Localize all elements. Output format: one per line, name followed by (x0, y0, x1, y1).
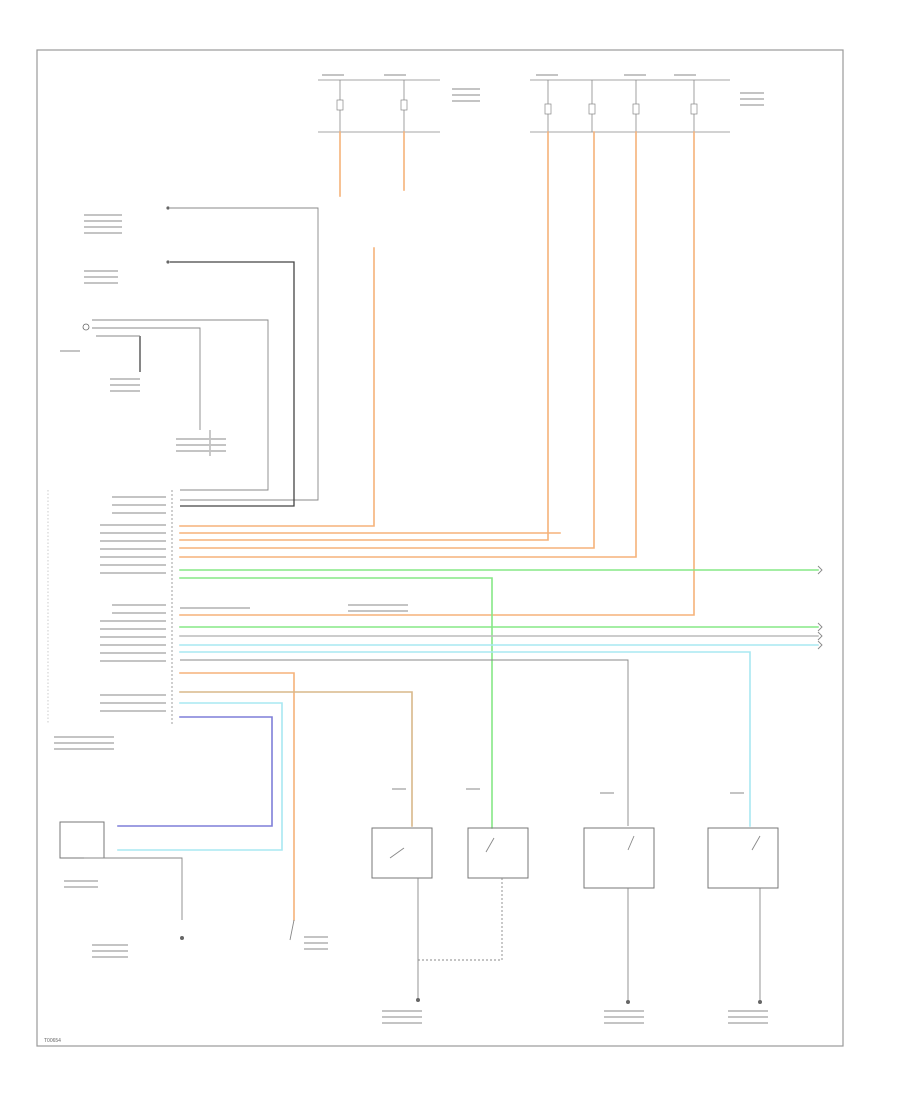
diagram-frame (36, 49, 844, 1047)
module-connector (47, 490, 173, 724)
ground-wires (84, 857, 762, 1004)
signal-wires (117, 635, 819, 851)
green-wires (179, 569, 819, 829)
black-wires (82, 206, 319, 609)
diagram-code: T00654 (44, 1038, 61, 1044)
right-edge-arrows (817, 565, 823, 650)
device-boxes (59, 821, 779, 889)
orange-wires (179, 131, 695, 921)
illegible-label-marks (54, 74, 768, 1024)
fuse-block-top-left (318, 79, 440, 133)
fuse-block-top-right (530, 79, 730, 133)
switch-symbols (289, 835, 761, 941)
